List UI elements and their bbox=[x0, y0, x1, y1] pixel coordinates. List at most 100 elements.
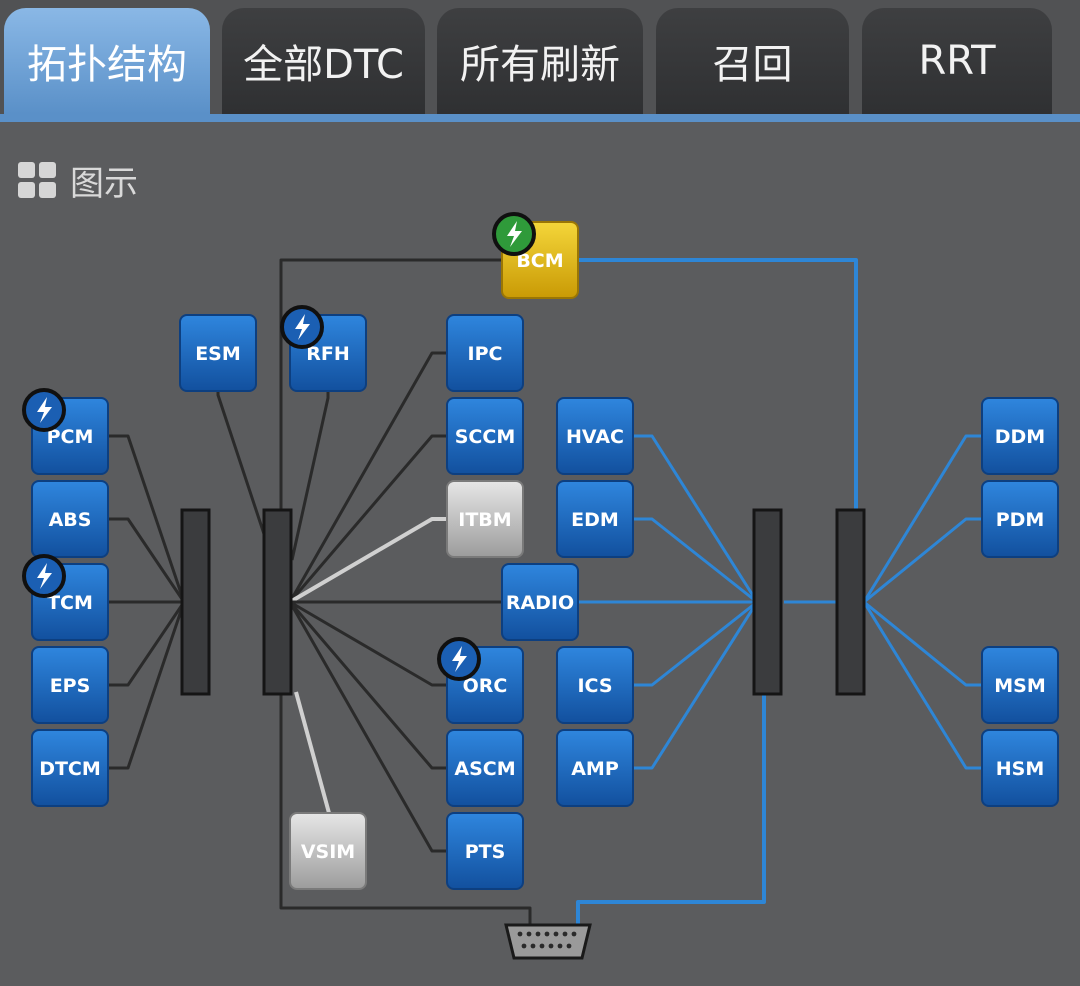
module-label: PTS bbox=[465, 841, 506, 863]
link-pdm bbox=[863, 517, 982, 604]
link-vsim bbox=[294, 691, 331, 814]
module-label: MSM bbox=[994, 675, 1046, 697]
module-label: DTCM bbox=[39, 758, 101, 780]
link-bcm-dark bbox=[279, 258, 502, 510]
link-esm bbox=[216, 391, 268, 541]
module-amp[interactable]: AMP bbox=[556, 729, 634, 807]
module-label: DDM bbox=[995, 426, 1045, 448]
module-box bbox=[446, 729, 524, 807]
link-orc bbox=[289, 600, 447, 687]
module-vsim[interactable]: VSIM bbox=[289, 812, 367, 890]
link-edm bbox=[633, 517, 758, 604]
module-hvac[interactable]: HVAC bbox=[556, 397, 634, 475]
module-itbm[interactable]: ITBM bbox=[446, 480, 524, 558]
flash-success-icon bbox=[492, 212, 536, 256]
module-box bbox=[981, 729, 1059, 807]
module-label: ITBM bbox=[458, 509, 511, 531]
module-box bbox=[179, 314, 257, 392]
network-links bbox=[108, 258, 982, 925]
link-dtcm bbox=[108, 601, 186, 770]
link-eps bbox=[108, 601, 186, 687]
module-label: IPC bbox=[468, 343, 503, 365]
module-label: ICS bbox=[577, 675, 612, 697]
module-eps[interactable]: EPS bbox=[31, 646, 109, 724]
module-box bbox=[556, 480, 634, 558]
link-ics bbox=[633, 600, 758, 687]
module-box bbox=[446, 812, 524, 890]
module-edm[interactable]: EDM bbox=[556, 480, 634, 558]
module-abs[interactable]: ABS bbox=[31, 480, 109, 558]
module-ascm[interactable]: ASCM bbox=[446, 729, 524, 807]
tab-recall[interactable]: 召回 bbox=[656, 8, 849, 114]
link-itbm bbox=[288, 517, 447, 604]
flash-icon bbox=[22, 554, 66, 598]
network-hubs bbox=[180, 508, 866, 696]
module-ics[interactable]: ICS bbox=[556, 646, 634, 724]
module-box bbox=[556, 646, 634, 724]
flash-icon bbox=[437, 637, 481, 681]
flash-icon bbox=[22, 388, 66, 432]
module-label: HVAC bbox=[566, 426, 624, 448]
module-label: PDM bbox=[996, 509, 1045, 531]
hub-left-a bbox=[180, 508, 211, 696]
tab-bar: 拓扑结构 全部DTC 所有刷新 召回 RRT bbox=[0, 0, 1080, 122]
module-bcm[interactable]: BCM bbox=[492, 212, 579, 299]
link-sccm bbox=[288, 434, 447, 603]
grid-view-icon[interactable] bbox=[18, 162, 56, 198]
module-box bbox=[446, 314, 524, 392]
module-label: SCCM bbox=[455, 426, 515, 448]
tab-rrt[interactable]: RRT bbox=[862, 8, 1052, 114]
link-ipc bbox=[288, 351, 447, 603]
tab-underline bbox=[0, 114, 1080, 122]
tab-topology[interactable]: 拓扑结构 bbox=[4, 8, 210, 114]
hub-right-b bbox=[835, 508, 866, 696]
module-label: TCM bbox=[47, 592, 93, 614]
module-label: ORC bbox=[463, 675, 508, 697]
module-rfh[interactable]: RFH bbox=[280, 305, 367, 392]
link-abs bbox=[108, 517, 186, 603]
module-label: EPS bbox=[50, 675, 91, 697]
module-box bbox=[556, 397, 634, 475]
module-pdm[interactable]: PDM bbox=[981, 480, 1059, 558]
module-box bbox=[289, 812, 367, 890]
module-pts[interactable]: PTS bbox=[446, 812, 524, 890]
module-ddm[interactable]: DDM bbox=[981, 397, 1059, 475]
module-box bbox=[981, 397, 1059, 475]
module-box bbox=[556, 729, 634, 807]
module-orc[interactable]: ORC bbox=[437, 637, 524, 724]
module-label: PCM bbox=[47, 426, 94, 448]
module-hsm[interactable]: HSM bbox=[981, 729, 1059, 807]
module-label: HSM bbox=[996, 758, 1045, 780]
module-label: VSIM bbox=[301, 841, 355, 863]
link-pts bbox=[288, 601, 447, 853]
module-msm[interactable]: MSM bbox=[981, 646, 1059, 724]
module-pcm[interactable]: PCM bbox=[22, 388, 109, 475]
module-label: ASCM bbox=[454, 758, 515, 780]
module-sccm[interactable]: SCCM bbox=[446, 397, 524, 475]
link-obd-dark bbox=[279, 694, 532, 925]
module-ipc[interactable]: IPC bbox=[446, 314, 524, 392]
module-radio[interactable]: RADIO bbox=[501, 563, 579, 641]
module-esm[interactable]: ESM bbox=[179, 314, 257, 392]
module-label: RFH bbox=[306, 343, 350, 365]
link-obd-blue bbox=[576, 694, 766, 925]
link-amp bbox=[633, 601, 759, 770]
module-box bbox=[446, 397, 524, 475]
link-ddm bbox=[862, 434, 982, 603]
hub-left-b bbox=[262, 508, 293, 696]
link-hsm bbox=[862, 601, 982, 770]
module-label: ABS bbox=[49, 509, 92, 531]
module-box bbox=[501, 563, 579, 641]
module-tcm[interactable]: TCM bbox=[22, 554, 109, 641]
link-bcm-blue bbox=[578, 258, 858, 510]
module-label: BCM bbox=[516, 250, 563, 272]
obd-connector-icon[interactable] bbox=[504, 923, 592, 960]
module-dtcm[interactable]: DTCM bbox=[31, 729, 109, 807]
module-box bbox=[981, 480, 1059, 558]
link-msm bbox=[863, 600, 982, 687]
tab-all-dtc[interactable]: 全部DTC bbox=[222, 8, 425, 114]
tab-all-flash[interactable]: 所有刷新 bbox=[437, 8, 643, 114]
flash-icon bbox=[280, 305, 324, 349]
module-box bbox=[981, 646, 1059, 724]
